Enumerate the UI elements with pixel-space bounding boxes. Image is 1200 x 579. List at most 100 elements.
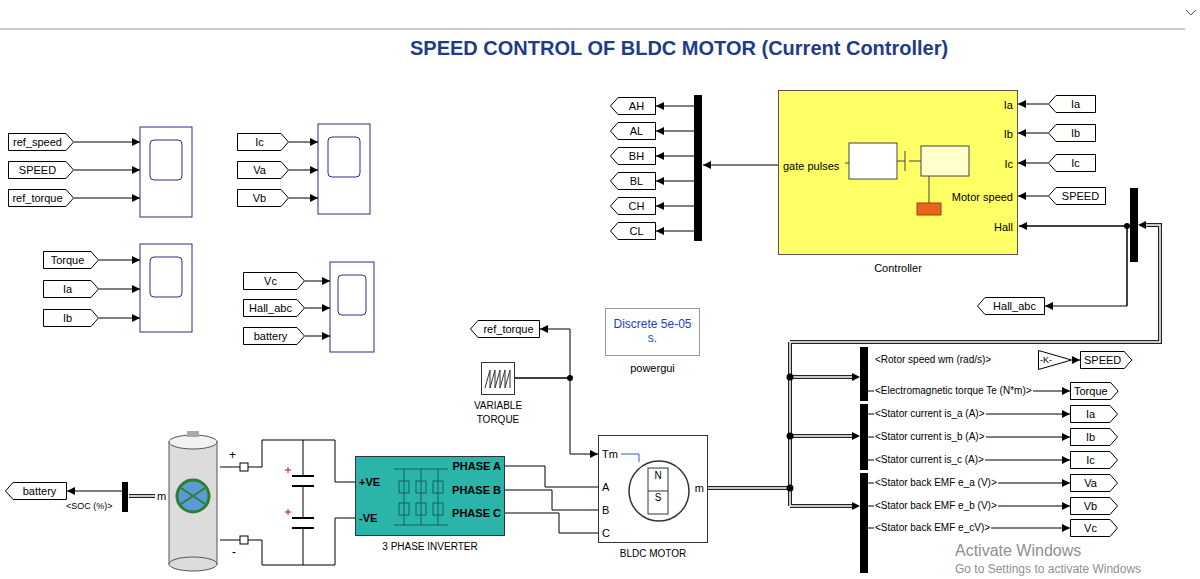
signal-label: <Stator current is_b (A)> xyxy=(874,430,986,444)
tag-label: Ib xyxy=(1086,430,1095,444)
signal-wire xyxy=(656,106,694,107)
diagram-title: SPEED CONTROL OF BLDC MOTOR (Current Con… xyxy=(410,36,948,60)
signal-wire xyxy=(74,170,140,171)
connector xyxy=(505,466,598,487)
watermark: Go to Settings to activate Windows xyxy=(955,562,1141,576)
bus-separator xyxy=(860,470,868,473)
block-label: m xyxy=(157,489,166,503)
signal-source-icon xyxy=(481,362,515,395)
terminal-sign: + xyxy=(229,448,236,462)
connector xyxy=(1018,104,1048,105)
goto-tag: Ib xyxy=(1070,428,1118,446)
tag-label: Vc xyxy=(264,274,277,288)
tag-label: Vb xyxy=(1084,499,1097,513)
from-tag: SPEED xyxy=(8,161,74,179)
subsystem-block: Controllergate pulsesIaIbIcMotor speedHa… xyxy=(778,90,1018,255)
scroll-chevron xyxy=(1186,10,1196,15)
connector xyxy=(1018,163,1048,164)
tag-label: Ic xyxy=(1086,453,1095,467)
block-label: Discrete 5e-05 s. xyxy=(609,317,696,345)
signal-wire xyxy=(656,206,694,207)
tag-label: Va xyxy=(253,163,266,177)
block-label: A xyxy=(602,480,609,494)
block-label: gate pulses xyxy=(783,159,839,173)
signal-wire xyxy=(656,131,694,132)
from-tag: battery xyxy=(243,327,305,345)
signal-wire xyxy=(74,142,140,143)
goto-tag: CH xyxy=(610,197,656,215)
block-label: B xyxy=(602,503,609,517)
connector xyxy=(1018,133,1048,134)
tag-label: Hall_abc xyxy=(249,301,292,315)
junction-dot xyxy=(1124,223,1130,229)
block-label: S xyxy=(648,491,668,505)
connector xyxy=(505,490,598,510)
block-label: Tm xyxy=(602,447,618,461)
tag-label: Ib xyxy=(63,311,72,325)
tag-label: Ib xyxy=(1071,126,1080,140)
goto-tag: Ia xyxy=(1070,405,1118,423)
bus-selector xyxy=(1130,188,1138,262)
goto-tag: AH xyxy=(610,97,656,115)
block-label: -VE xyxy=(359,511,377,525)
signal-wire xyxy=(99,289,140,290)
block-label: N xyxy=(648,469,668,483)
scope-block xyxy=(330,262,374,352)
connector xyxy=(1018,196,1048,197)
from-tag: Torque xyxy=(43,251,99,269)
block-label: Hall xyxy=(994,220,1013,234)
from-tag: Ic xyxy=(1048,154,1096,172)
goto-tag: Va xyxy=(1070,474,1118,492)
block-label: VARIABLE TORQUE xyxy=(456,399,540,427)
tag-label: battery xyxy=(23,484,57,498)
connector xyxy=(515,378,598,454)
signal-label: <Stator back EMF e_a (V)> xyxy=(874,476,998,490)
goto-tag: ref_torque xyxy=(470,320,540,338)
terminal-sign: - xyxy=(232,545,236,559)
gain-block: -K- xyxy=(1038,350,1072,370)
block-label: PHASE C xyxy=(452,506,501,520)
block-label: Controller xyxy=(778,261,1018,275)
signal-wire xyxy=(1126,226,1128,306)
signal-wire xyxy=(703,165,778,166)
window-rule xyxy=(0,29,1185,30)
bus-selector xyxy=(122,482,128,512)
scope-block xyxy=(318,124,370,214)
from-tag: Ib xyxy=(1048,124,1096,142)
tag-label: ref_torque xyxy=(12,191,62,205)
goto-tag: AL xyxy=(610,122,656,140)
goto-tag: CL xyxy=(610,222,656,240)
powergui-block: Discrete 5e-05 s.powergui xyxy=(605,308,700,356)
block-label: 3 PHASE INVERTER xyxy=(355,540,505,554)
signal-label: <Rotor speed wm (rad/s)> xyxy=(874,353,992,367)
from-tag: ref_speed xyxy=(8,133,74,151)
tag-label: battery xyxy=(254,329,288,343)
scope-block xyxy=(140,244,192,332)
block-label: PHASE B xyxy=(452,483,501,497)
tag-label: AL xyxy=(630,124,643,138)
scope-block xyxy=(140,127,192,217)
signal-wire xyxy=(656,181,694,182)
goto-tag: Torque xyxy=(1070,382,1119,400)
from-tag: Ib xyxy=(43,309,99,327)
tag-label: Va xyxy=(1084,476,1097,490)
signal-wire xyxy=(656,156,694,157)
from-tag: Hall_abc xyxy=(243,299,305,317)
bus-selector xyxy=(860,347,868,573)
signal-wire xyxy=(289,142,318,143)
signal-wire xyxy=(305,336,330,337)
from-tag: ref_torque xyxy=(8,189,74,207)
goto-tag: Hall_abc xyxy=(977,297,1045,315)
signal-label: <Stator back EMF e_cV)> xyxy=(874,521,991,535)
signal-wire xyxy=(289,198,318,199)
tag-label: BH xyxy=(629,149,644,163)
from-tag: SPEED xyxy=(1048,187,1106,205)
dc-link-circuit xyxy=(220,440,355,565)
tag-label: Ic xyxy=(1071,156,1080,170)
tag-label: ref_torque xyxy=(483,322,533,336)
signal-wire xyxy=(305,281,330,282)
signal-wire xyxy=(67,491,122,492)
goto-tag: BL xyxy=(610,172,656,190)
mux-bar xyxy=(694,95,702,241)
tag-label: SPEED xyxy=(1062,189,1099,203)
